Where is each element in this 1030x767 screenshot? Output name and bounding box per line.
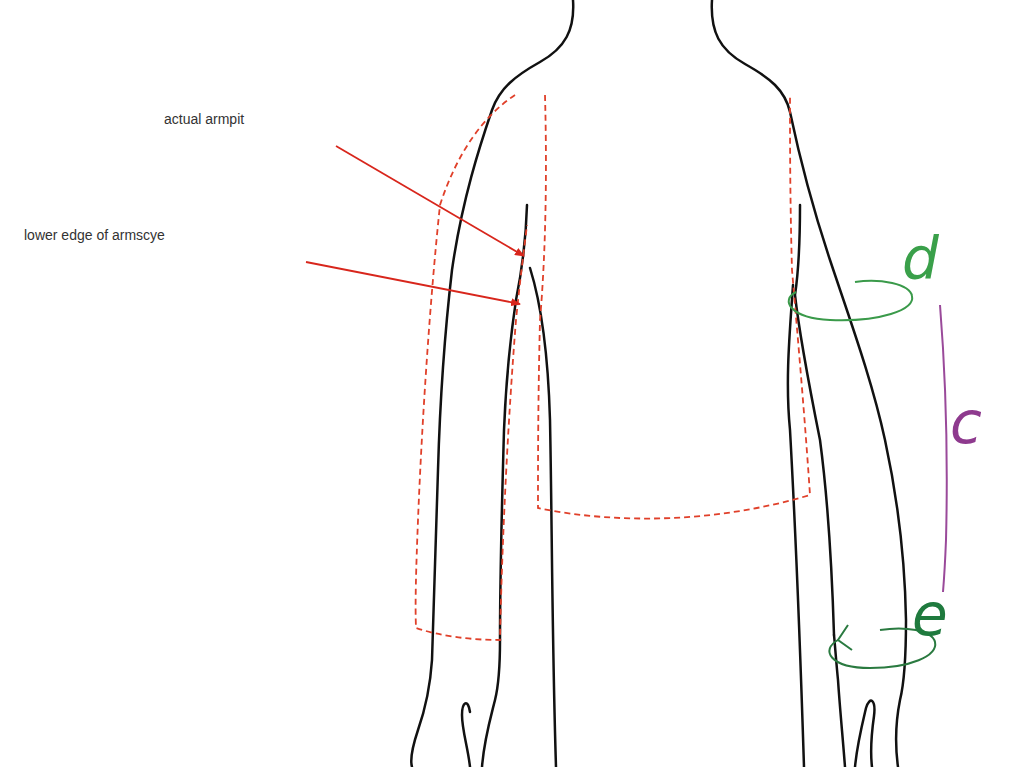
garment-outline [416,95,810,640]
measurement-letter: e [912,584,948,648]
body-outline [411,0,906,767]
measurement-letter: c [950,392,982,456]
callout-text: lower edge of armscye [24,228,165,243]
measurement-letter: d [902,228,939,292]
leader-arrow [306,146,524,304]
length-line [940,305,947,592]
callout-text: actual armpit [164,112,244,127]
